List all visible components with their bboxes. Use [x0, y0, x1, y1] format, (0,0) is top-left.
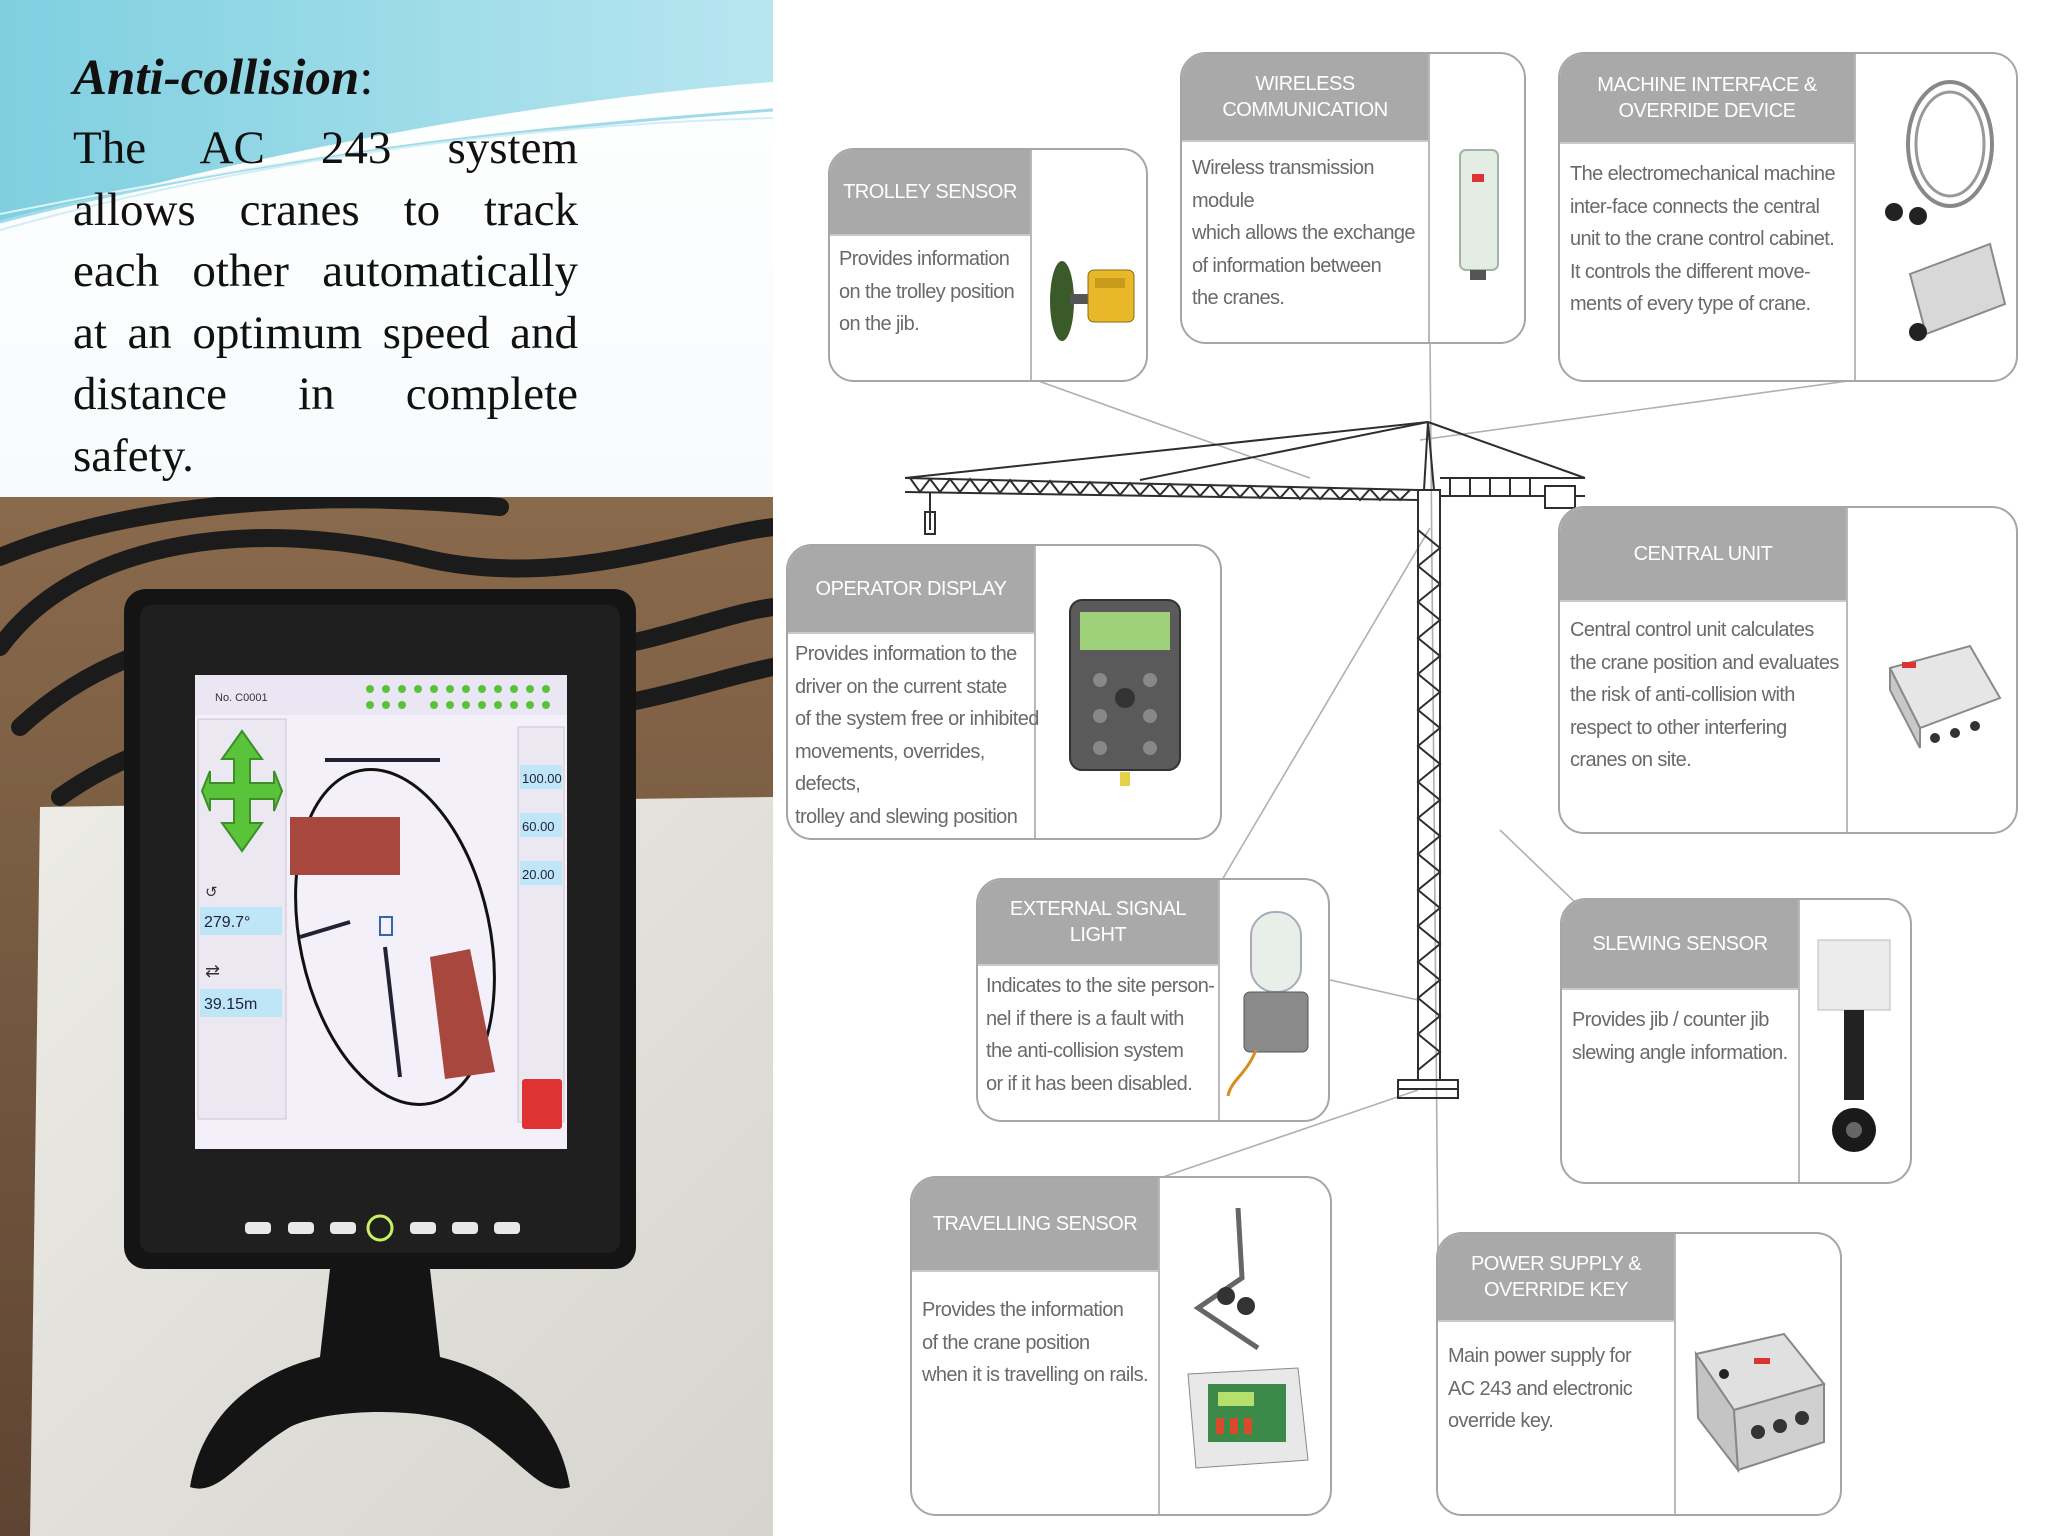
display-distance: 39.15m [204, 996, 257, 1013]
operator-display-description: Provides information to the driver on th… [795, 643, 1039, 828]
tower-crane [904, 421, 1586, 1099]
operator-display-title: OPERATOR DISPLAY [788, 546, 1034, 632]
display-angle: 279.7° [204, 914, 250, 931]
machine-interface-description: The electromechanical machine inter-face… [1570, 163, 1836, 315]
monitor-stand [190, 1269, 570, 1489]
wireless-communication-description: Wireless transmission module which allow… [1192, 157, 1416, 309]
travelling-sensor-card: TRAVELLING SENSOR Provides the informati… [910, 1176, 1332, 1516]
wireless-communication-card: WIRELESS COMMUNICATION Wireless transmis… [1180, 52, 1526, 344]
svg-text:⇄: ⇄ [205, 961, 220, 981]
operator-display-device-image [1069, 599, 1181, 786]
machine-interface-card: MACHINE INTERFACE & OVERRIDE DEVICE The … [1558, 52, 2018, 382]
scale-value-2: 60.00 [522, 819, 555, 834]
machine-interface-title: MACHINE INTERFACE & OVERRIDE DEVICE [1560, 54, 1854, 142]
central-unit-card: CENTRAL UNIT Central control unit calcul… [1558, 506, 2018, 834]
slewing-sensor-card: SLEWING SENSOR Provides jib / counter ji… [1560, 898, 1912, 1184]
power-supply-description: Main power supply for AC 243 and electro… [1448, 1345, 1633, 1432]
intro-heading: Anti-collision: [73, 48, 373, 108]
obstacle-zone [290, 817, 400, 875]
slewing-sensor-image [1817, 939, 1891, 1152]
monitor-buttons [245, 1222, 520, 1234]
decorative-wave [0, 0, 773, 231]
display-id-label: No. C0001 [215, 692, 268, 704]
slewing-sensor-title: SLEWING SENSOR [1562, 900, 1798, 988]
brand-logo [522, 1079, 562, 1129]
slewing-sensor-description: Provides jib / counter jib slewing angle… [1572, 1009, 1788, 1064]
intro-paragraph: The AC 243 system allows cranes to track… [73, 122, 578, 482]
power-supply-card: POWER SUPPLY & OVERRIDE KEY Main power s… [1436, 1232, 1842, 1516]
trolley-sensor-card: TROLLEY SENSOR Provides information on t… [828, 148, 1148, 382]
travelling-sensor-description: Provides the information of the crane po… [922, 1299, 1149, 1386]
scale-value-3: 20.00 [522, 867, 555, 882]
external-signal-light-title: EXTERNAL SIGNAL LIGHT [978, 880, 1218, 964]
power-supply-title: POWER SUPPLY & OVERRIDE KEY [1438, 1234, 1674, 1320]
trolley-sensor-image [1050, 261, 1135, 341]
heading-colon: : [359, 50, 374, 106]
direction-arrows-icon [200, 729, 284, 853]
heading-text: Anti-collision [73, 50, 360, 106]
travelling-sensor-title: TRAVELLING SENSOR [912, 1178, 1158, 1270]
signal-light-image [1226, 911, 1309, 1097]
wireless-communication-title: WIRELESS COMMUNICATION [1182, 54, 1428, 140]
travelling-sensor-image [1187, 1207, 1309, 1469]
external-signal-light-card: EXTERNAL SIGNAL LIGHT Indicates to the s… [976, 878, 1330, 1122]
trolley-sensor-description: Provides information on the trolley posi… [839, 248, 1015, 335]
trolley-sensor-title: TROLLEY SENSOR [830, 150, 1030, 234]
central-unit-description: Central control unit calculates the cran… [1570, 619, 1839, 771]
intro-text-area: Anti-collision: The AC 243 system allows… [0, 0, 773, 497]
svg-text:↺: ↺ [205, 884, 218, 901]
power-supply-image [1694, 1332, 1826, 1474]
wireless-module-image [1459, 149, 1499, 280]
power-button-icon [366, 1214, 394, 1242]
external-signal-light-description: Indicates to the site person- nel if the… [986, 975, 1215, 1095]
operator-display-card: OPERATOR DISPLAY Provides information to… [786, 544, 1222, 840]
status-leds [366, 685, 550, 709]
photo-illustration: No. C0001 ↺ 279.7° ⇄ 39.15m 100.00 60.0 [0, 497, 773, 1536]
machine-interface-image [1885, 80, 2007, 341]
operator-display-photo: No. C0001 ↺ 279.7° ⇄ 39.15m 100.00 60.0 [0, 497, 773, 1536]
central-unit-title: CENTRAL UNIT [1560, 508, 1846, 600]
central-unit-image [1888, 644, 2002, 749]
scale-value-1: 100.00 [522, 771, 562, 786]
